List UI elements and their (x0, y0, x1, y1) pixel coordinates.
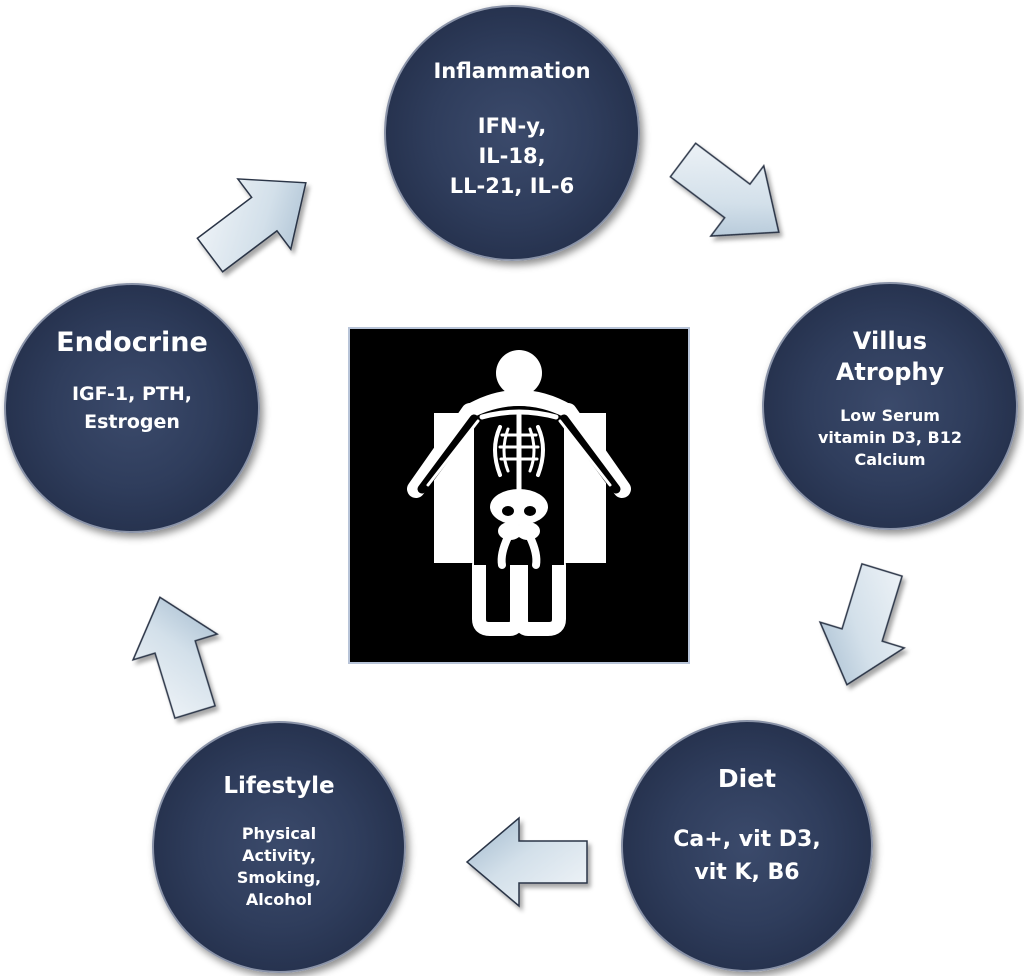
arrow-villus-to-diet (818, 562, 906, 686)
node-title: Villus Atrophy (764, 326, 1016, 388)
node-line: IL-18, (478, 144, 546, 168)
node-title: Inflammation (433, 59, 591, 83)
leg-bones (497, 533, 541, 569)
node-line: vit K, B6 (694, 860, 800, 885)
arrow-endocrine-to-inflammation (196, 178, 307, 273)
skeleton-xray-icon (348, 327, 690, 664)
arms (417, 414, 621, 494)
node-line: IGF-1, PTH, (71, 383, 192, 405)
arrow-inflammation-to-villus (669, 142, 780, 237)
node-title: Lifestyle (223, 773, 335, 799)
node-line: Estrogen (84, 411, 180, 433)
pelvis-holes (502, 506, 536, 516)
node-title: Diet (717, 764, 777, 793)
arrow-lifestyle-to-endocrine (131, 596, 219, 720)
node-title-line: Atrophy (835, 358, 945, 386)
node-line: Calcium (854, 450, 926, 469)
node-body: Low Serum vitamin D3, B12 Calcium (764, 405, 1016, 471)
ribcage (426, 409, 612, 492)
node-line: Ca+, vit D3, (673, 827, 821, 852)
node-line: vitamin D3, B12 (818, 428, 962, 447)
head-shape (496, 350, 542, 396)
node-body: IFN-y, IL-18, LL-21, IL-6 (386, 111, 638, 201)
node-villus-atrophy: Villus Atrophy Low Serum vitamin D3, B12… (762, 282, 1018, 530)
node-body: Ca+, vit D3, vit K, B6 (623, 823, 871, 889)
node-lifestyle: Lifestyle Physical Activity, Smoking, Al… (152, 721, 406, 973)
node-title-line: Villus (852, 327, 928, 355)
node-line: Smoking, (236, 868, 322, 887)
body-outline (407, 390, 631, 636)
node-diet: Diet Ca+, vit D3, vit K, B6 (621, 720, 873, 972)
skeleton-icon (407, 350, 631, 636)
arrow-diet-to-lifestyle (465, 816, 588, 908)
right-leg (528, 565, 552, 622)
node-endocrine: Endocrine IGF-1, PTH, Estrogen (4, 283, 260, 533)
node-line: Physical (241, 824, 317, 843)
node-title: Endocrine (56, 327, 208, 358)
node-line: LL-21, IL-6 (449, 174, 575, 198)
left-leg (486, 565, 510, 622)
node-line: IFN-y, (477, 114, 547, 138)
node-body: Physical Activity, Smoking, Alcohol (154, 823, 404, 911)
node-body: IGF-1, PTH, Estrogen (6, 380, 258, 436)
pelvis (490, 489, 548, 540)
node-line: Alcohol (245, 890, 313, 909)
node-line: Activity, (242, 846, 316, 865)
node-inflammation: Inflammation IFN-y, IL-18, LL-21, IL-6 (384, 5, 640, 261)
node-line: Low Serum (840, 406, 940, 425)
